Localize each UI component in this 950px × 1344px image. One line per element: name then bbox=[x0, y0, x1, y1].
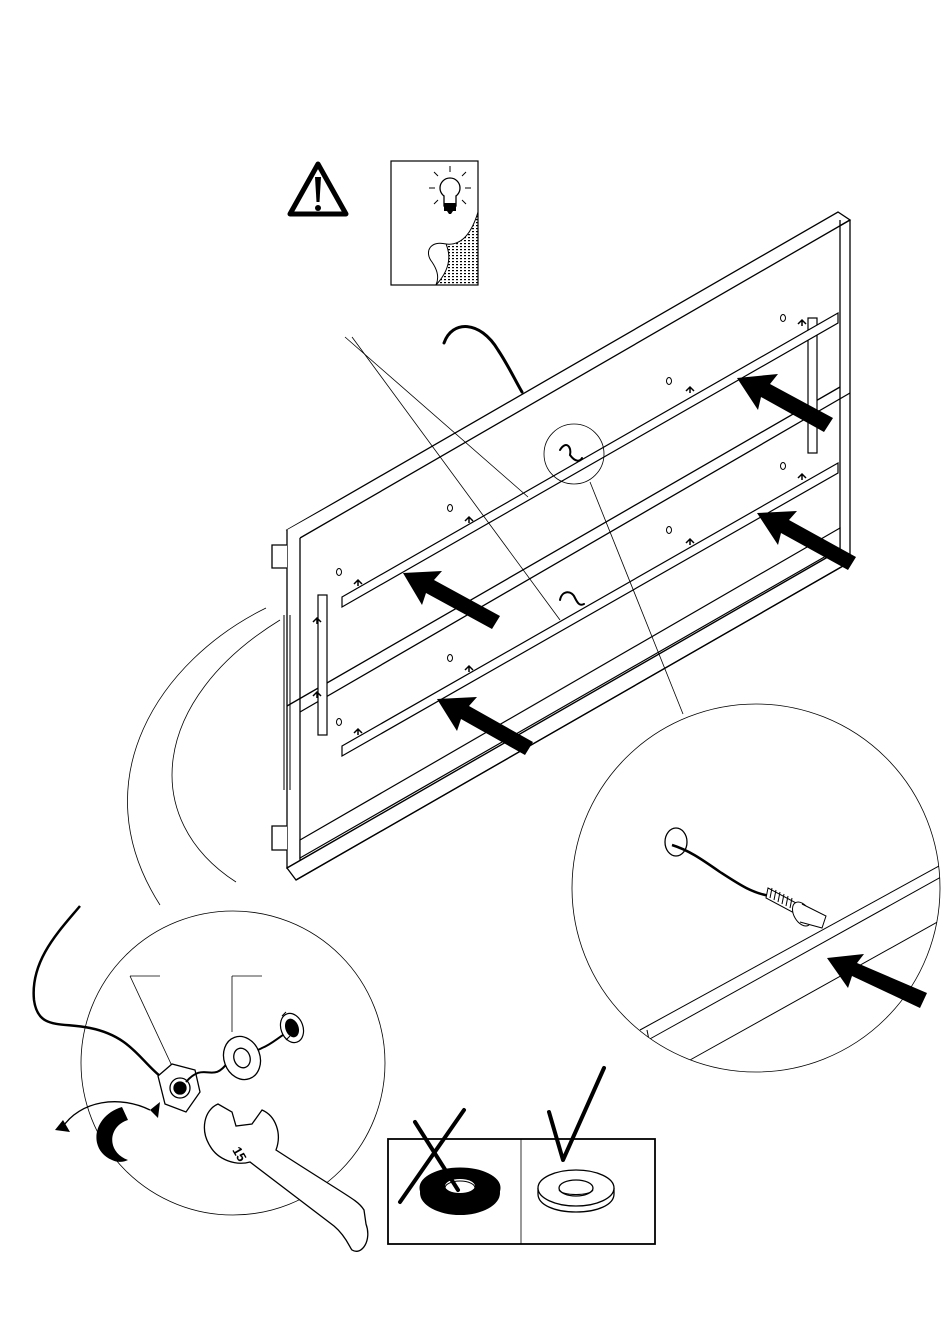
warning-triangle-icon bbox=[290, 164, 346, 214]
detail-leader-arc bbox=[127, 608, 280, 905]
flat-washer bbox=[538, 1170, 614, 1212]
washer-comparison-box bbox=[388, 1068, 655, 1244]
nut-washer-detail: 15 bbox=[34, 906, 385, 1251]
rubber-washer bbox=[420, 1168, 500, 1215]
cable-grommet-detail bbox=[572, 704, 950, 1072]
lightbulb-tip-icon bbox=[391, 161, 478, 285]
